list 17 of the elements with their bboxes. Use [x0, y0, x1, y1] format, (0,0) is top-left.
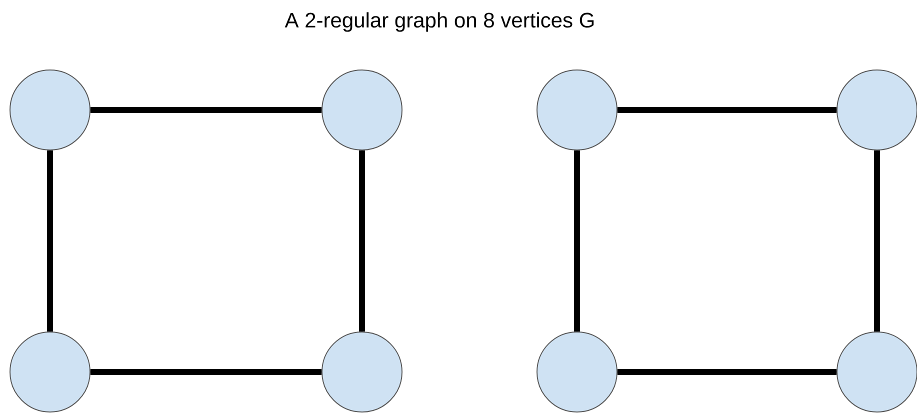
vertex-circle	[836, 332, 917, 412]
vertex-circle	[836, 70, 917, 150]
edge-line	[359, 150, 365, 332]
vertex-circle	[322, 70, 402, 150]
title: A 2-regular graph on 8 vertices G	[284, 12, 594, 32]
vertex-circle	[10, 70, 91, 150]
edge-line	[874, 150, 880, 332]
vertex-circle	[10, 332, 91, 412]
edge-line	[90, 369, 322, 375]
vertex-circle	[536, 332, 618, 412]
vertex-circle	[536, 70, 618, 150]
edge-line	[574, 150, 580, 332]
edge-line	[618, 107, 836, 113]
edge-line	[90, 107, 322, 113]
vertex-circle	[322, 332, 402, 412]
edge-line	[47, 150, 54, 332]
edge-line	[618, 369, 836, 375]
